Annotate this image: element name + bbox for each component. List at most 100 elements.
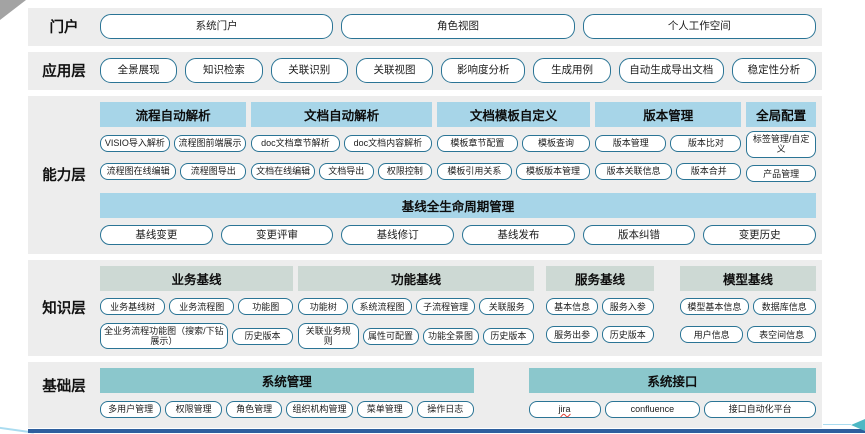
item-button[interactable]: 关联服务	[479, 298, 535, 316]
item-button-label: 模型基本信息	[687, 301, 742, 312]
group-item-row: 业务基线树 业务流程图 功能图	[100, 295, 294, 319]
group-功能基线: 功能基线功能树系统流程图子流程管理关联服务关联业务规则属性可配置功能全景图历史版…	[298, 265, 535, 350]
item-button[interactable]: 菜单管理	[356, 400, 414, 418]
item-button[interactable]: 自动生成导出文档	[618, 58, 724, 83]
item-button[interactable]: 表空间信息	[747, 326, 816, 344]
item-button[interactable]: 模板章节配置	[437, 134, 518, 152]
group-文档模板自定义: 文档模板自定义模板章节配置模板查询模板引用关系模板版本管理	[437, 102, 591, 183]
group-header: 系统管理	[100, 368, 474, 394]
item-button[interactable]: 变更历史	[703, 224, 817, 245]
item-button-label: 用户信息	[693, 329, 730, 340]
item-button[interactable]: 业务基线树	[100, 298, 166, 316]
item-button-label: 自动生成导出文档	[629, 64, 714, 77]
item-button[interactable]: 历史版本	[482, 327, 535, 345]
item-button[interactable]: 用户信息	[680, 326, 744, 344]
item-button-label: 产品管理	[763, 168, 800, 179]
item-button[interactable]: 模板版本管理	[515, 162, 591, 180]
item-button[interactable]: 历史版本	[601, 326, 654, 344]
item-button[interactable]: 关联业务规则	[298, 322, 359, 350]
arrow-tail-decoration	[823, 423, 851, 425]
group-服务基线: 服务基线基本信息服务入参服务出参历史版本	[546, 265, 654, 347]
item-button[interactable]: 模板查询	[521, 134, 591, 152]
item-button-label: doc文档章节解析	[261, 137, 330, 148]
item-button-label: 变更评审	[256, 228, 298, 241]
item-button[interactable]: 流程图导出	[180, 162, 247, 180]
item-button[interactable]: 文档在线编辑	[251, 162, 316, 180]
item-button-label: 流程图导出	[190, 165, 236, 176]
group-item-row: 功能树系统流程图子流程管理关联服务	[298, 295, 535, 319]
item-button-label: 基线变更	[135, 228, 178, 241]
item-button[interactable]: 服务出参	[546, 326, 598, 344]
item-button[interactable]: 角色视图	[341, 14, 575, 39]
item-button[interactable]: 角色管理	[225, 400, 283, 418]
item-button[interactable]: 权限控制	[377, 162, 433, 180]
item-button-label: 版本比对	[687, 137, 724, 148]
item-button[interactable]: 关联视图	[355, 58, 434, 83]
item-button[interactable]: 功能全景图	[422, 327, 479, 345]
group-container: 业务基线业务基线树业务流程图功能图全业务流程功能图（搜索/下钻展示）历史版本功能…	[100, 265, 816, 350]
group-item-row: 版本关联信息版本合并	[595, 159, 742, 183]
item-button[interactable]: 基本信息	[546, 298, 598, 316]
item-button[interactable]: 流程图前端展示	[173, 134, 247, 152]
item-button[interactable]: 基线变更	[100, 224, 213, 245]
item-button[interactable]: 版本合并	[676, 162, 742, 180]
item-button-label: 基本信息	[554, 301, 591, 312]
item-button[interactable]: 权限管理	[165, 400, 222, 418]
item-button[interactable]: 流程图在线编辑	[100, 162, 177, 180]
item-button[interactable]: 历史版本	[231, 327, 294, 345]
item-button[interactable]: 关联识别	[270, 58, 348, 83]
item-button[interactable]: 服务入参	[601, 298, 654, 316]
item-button[interactable]: VISIO导入解析	[100, 134, 170, 152]
group-item-row: 文档在线编辑文档导出权限控制	[251, 159, 433, 183]
item-button[interactable]: 个人工作空间	[582, 14, 816, 39]
item-button[interactable]: 组织机构管理	[286, 400, 353, 418]
item-button[interactable]: 操作日志	[417, 400, 474, 418]
item-button[interactable]: 业务流程图	[169, 298, 235, 316]
item-button[interactable]: 基线发布	[462, 224, 575, 245]
item-button[interactable]: 多用户管理	[100, 400, 162, 418]
item-button[interactable]: 版本纠错	[582, 224, 696, 245]
item-button[interactable]: 功能图	[238, 298, 294, 316]
item-button[interactable]: 基线修订	[341, 224, 455, 245]
item-button[interactable]: 模型基本信息	[680, 298, 749, 316]
item-button-label: 流程图在线编辑	[106, 165, 170, 176]
item-button[interactable]: 影响度分析	[441, 58, 526, 83]
button-row: 系统门户角色视图个人工作空间	[100, 14, 816, 39]
item-button-label: 关联视图	[373, 64, 416, 77]
layer-label-portal: 门户	[49, 20, 79, 36]
item-button-label: 业务流程图	[179, 301, 225, 312]
item-button[interactable]: 知识检索	[185, 58, 263, 83]
item-button[interactable]: 功能树	[298, 298, 349, 316]
item-button[interactable]: doc文档章节解析	[251, 134, 340, 152]
item-button[interactable]: 接口自动化平台	[704, 400, 817, 418]
item-button[interactable]: 版本管理	[595, 134, 667, 152]
item-button[interactable]: 模板引用关系	[437, 162, 512, 180]
item-button[interactable]: 标签管理/自定义	[746, 131, 816, 158]
group-item-row: 全业务流程功能图（搜索/下钻展示）历史版本	[100, 322, 294, 350]
bottom-bar-decoration	[28, 429, 865, 433]
item-button[interactable]: 产品管理	[746, 165, 816, 183]
item-button[interactable]: 版本关联信息	[595, 162, 673, 180]
item-button[interactable]: confluence	[604, 400, 701, 418]
item-button[interactable]: doc文档内容解析	[343, 134, 433, 152]
item-button[interactable]: 系统流程图	[352, 298, 412, 316]
item-button[interactable]: 稳定性分析	[731, 58, 816, 83]
item-button-label: doc文档内容解析	[353, 137, 423, 148]
item-button[interactable]: 全业务流程功能图（搜索/下钻展示）	[100, 322, 228, 350]
item-button-label: 流程图前端展示	[178, 137, 242, 148]
item-button[interactable]: 全景展现	[100, 58, 178, 83]
group-全局配置: 全局配置标签管理/自定义产品管理	[746, 102, 816, 186]
item-button[interactable]: 系统门户	[100, 14, 334, 39]
item-button[interactable]: 版本比对	[670, 134, 742, 152]
item-button[interactable]: 子流程管理	[415, 298, 476, 316]
item-button-label: 业务基线树	[110, 301, 156, 312]
item-button[interactable]: 文档导出	[319, 162, 374, 180]
item-button[interactable]: 生成用例	[533, 58, 611, 83]
item-button[interactable]: 属性可配置	[362, 327, 419, 345]
item-button[interactable]: 数据库信息	[752, 298, 816, 316]
item-button[interactable]: 变更评审	[220, 224, 334, 245]
item-button[interactable]: jira	[528, 400, 601, 418]
